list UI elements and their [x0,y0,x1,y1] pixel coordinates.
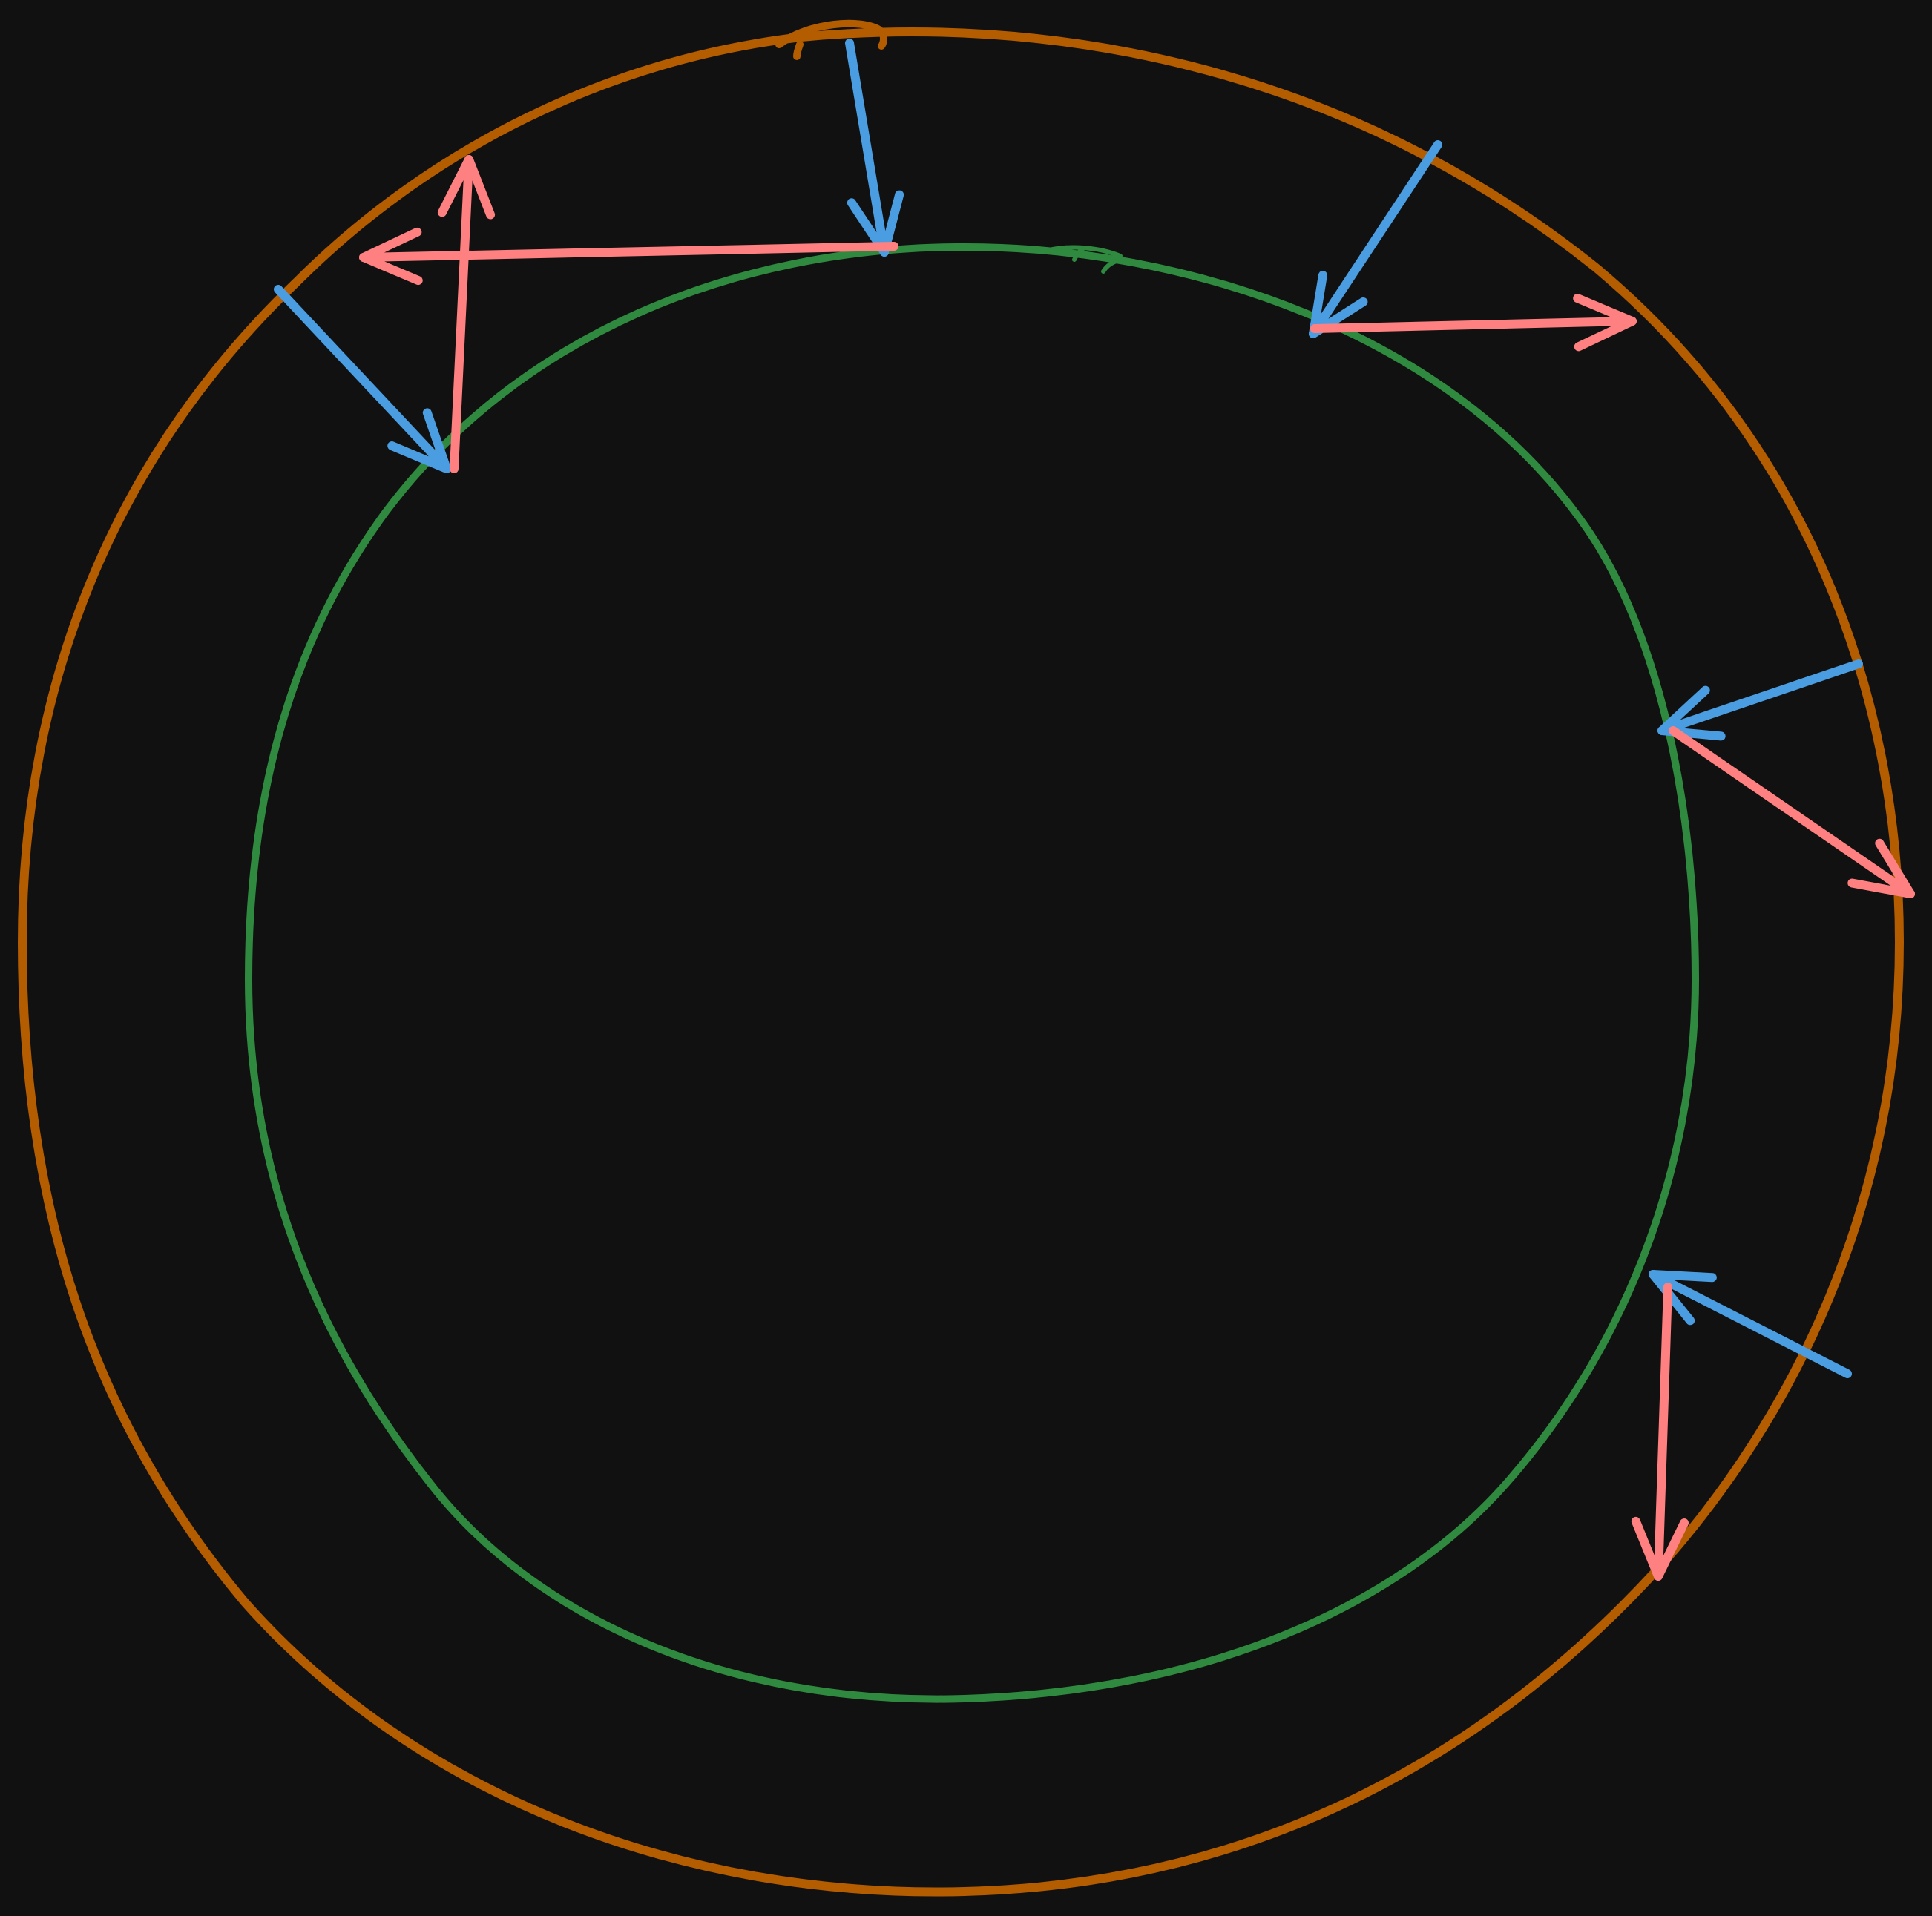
red-arrow-5 [1631,1283,1689,1581]
blue-arrow-4-head [1657,685,1726,741]
red-arrow-3-shaft [1310,317,1637,333]
blue-arrow-3-head [387,408,451,473]
blue-arrow-3 [274,285,451,473]
inner-region [245,243,1699,1703]
red-arrow-1-shaft [359,242,898,262]
red-arrow-2-shaft [450,155,473,473]
blue-arrow-5 [1649,1270,1852,1378]
red-arrow-4-shaft [1669,726,1915,898]
outer-region-top-loop [775,19,887,60]
arrows-layer [274,39,1915,1581]
inner-region-top-ticks [1044,245,1123,274]
red-arrow-4 [1669,726,1915,898]
blue-arrow-2 [1309,140,1442,338]
blue-arrow-2-shaft [1309,140,1442,338]
blue-arrow-4 [1657,659,1863,741]
red-arrow-5-head [1631,1516,1689,1581]
blue-arrow-1-shaft [845,39,889,257]
blue-arrow-4-shaft [1657,659,1863,735]
blue-arrow-3-shaft [274,285,451,473]
red-arrow-1 [359,227,898,286]
red-arrow-1-head [359,227,423,286]
red-arrow-2 [437,155,496,473]
red-arrow-5-shaft [1654,1283,1672,1581]
red-arrow-3-head [1573,294,1637,352]
blue-arrow-1-head [847,190,904,257]
blue-arrow-1 [845,39,904,257]
outer-region [18,27,1904,1897]
blue-arrow-2-head [1309,271,1368,338]
red-arrow-4-head [1847,838,1915,898]
blue-arrow-5-head [1649,1270,1717,1326]
red-arrow-2-head [437,155,496,220]
blue-arrow-5-shaft [1649,1270,1852,1378]
red-arrow-3 [1310,294,1637,352]
